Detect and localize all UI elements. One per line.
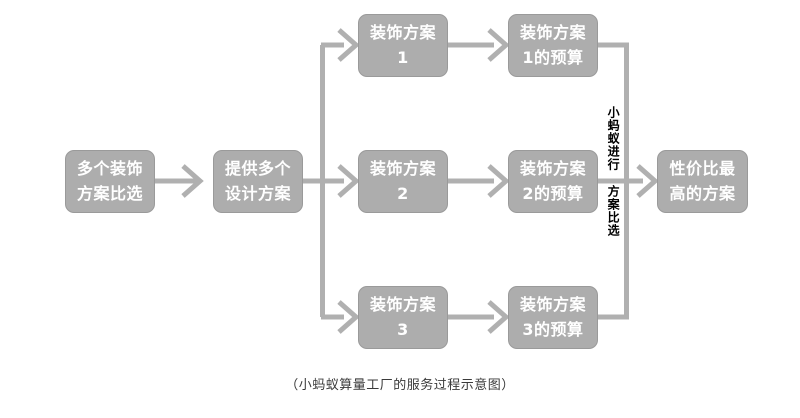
node-plan1-line-2: 1 (397, 47, 409, 67)
node-result-line-2: 高的方案 (669, 183, 736, 203)
arrowhead-budget1 (487, 28, 510, 62)
edge-label-compare-part2: 方案比选 (606, 185, 621, 237)
node-plan2-line-2: 2 (397, 183, 409, 203)
node-result[interactable]: 性价比最 高的方案 (657, 150, 748, 213)
node-budget1-line-2: 1的预算 (522, 47, 584, 67)
node-budget1-line-1: 装饰方案 (519, 22, 586, 42)
node-plan1-line-1: 装饰方案 (369, 22, 436, 42)
edge-label-compare-part1: 小蚂蚁进行 (606, 106, 621, 171)
arrowhead-plan3 (337, 300, 360, 334)
node-result-line-1: 性价比最 (669, 158, 736, 178)
node-plan3-line-2: 3 (397, 319, 409, 339)
arrowhead-budget2 (487, 164, 510, 198)
node-provide[interactable]: 提供多个 设计方案 (213, 150, 303, 213)
node-budget1[interactable]: 装饰方案 1的预算 (508, 14, 598, 77)
arrowhead-provide (181, 164, 204, 198)
node-budget3[interactable]: 装饰方案 3的预算 (508, 286, 598, 349)
node-start-line-2: 方案比选 (76, 183, 143, 203)
node-plan1[interactable]: 装饰方案 1 (358, 14, 448, 77)
node-budget3-line-1: 装饰方案 (519, 294, 586, 314)
node-start[interactable]: 多个装饰 方案比选 (65, 150, 155, 213)
node-budget2-line-2: 2的预算 (522, 183, 584, 203)
node-plan2-line-1: 装饰方案 (369, 158, 436, 178)
node-budget2[interactable]: 装饰方案 2的预算 (508, 150, 598, 213)
node-provide-line-1: 提供多个 (224, 158, 291, 178)
node-start-line-1: 多个装饰 (76, 158, 143, 178)
arrowhead-result (636, 164, 659, 198)
node-plan3-line-1: 装饰方案 (369, 294, 436, 314)
arrowhead-plan2 (337, 164, 360, 198)
arrowhead-budget3 (487, 300, 510, 334)
node-plan2[interactable]: 装饰方案 2 (358, 150, 448, 213)
diagram-caption: （小蚂蚁算量工厂的服务过程示意图） (285, 378, 515, 393)
node-plan3[interactable]: 装饰方案 3 (358, 286, 448, 349)
node-provide-line-2: 设计方案 (224, 183, 291, 203)
node-budget3-line-2: 3的预算 (522, 319, 584, 339)
node-budget2-line-1: 装饰方案 (519, 158, 586, 178)
arrowhead-plan1 (337, 28, 360, 62)
